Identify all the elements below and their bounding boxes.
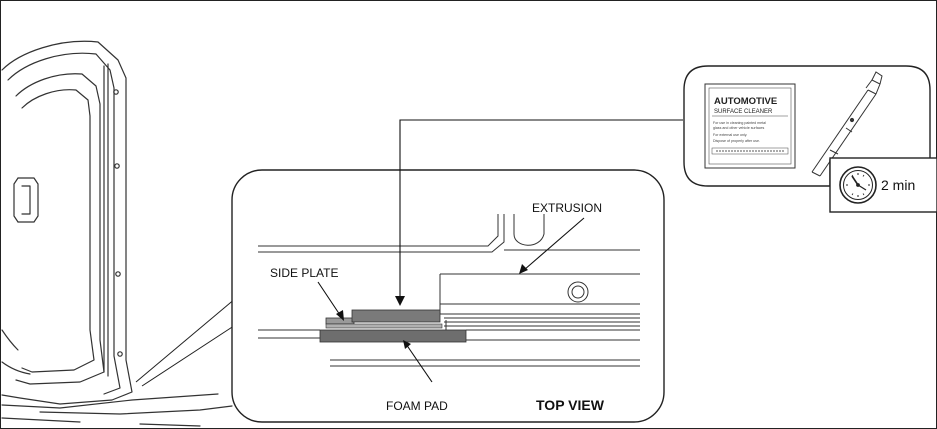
- side-plate: [325, 309, 443, 329]
- detail-structure-lines: [258, 214, 640, 367]
- foam-pad: [319, 329, 467, 343]
- side-plate-body: [351, 309, 441, 323]
- product-fine-line-3: For external use only.: [713, 133, 747, 137]
- product-title: AUTOMOTIVE: [714, 96, 777, 107]
- extrusion-profile: [439, 273, 640, 330]
- side-plate-label: SIDE PLATE: [270, 266, 338, 280]
- product-fine-line-4: Dispose of properly after use.: [713, 139, 760, 143]
- label-leaders: [317, 119, 683, 383]
- view-label: TOP VIEW: [536, 397, 605, 413]
- foam-pad-label: FOAM PAD: [386, 399, 448, 413]
- timer-duration: 2 min: [881, 177, 915, 193]
- extrusion-label: EXTRUSION: [532, 201, 602, 215]
- arrow-heads: [336, 264, 528, 349]
- clock-icon: [839, 166, 877, 204]
- detail-callout-box: [231, 169, 665, 423]
- bed-side-illustration: [1, 40, 233, 427]
- product-fine-line-2: glass and other vehicle surfaces: [713, 126, 765, 130]
- surface-cleaner-card: AUTOMOTIVE SURFACE CLEANER For use in cl…: [704, 83, 796, 169]
- callout-leader-lines: [135, 297, 247, 387]
- product-subtitle: SURFACE CLEANER: [714, 109, 773, 115]
- product-fine-line-1: For use in cleaning painted metal: [713, 121, 766, 125]
- timer-box: 2 min: [829, 157, 937, 213]
